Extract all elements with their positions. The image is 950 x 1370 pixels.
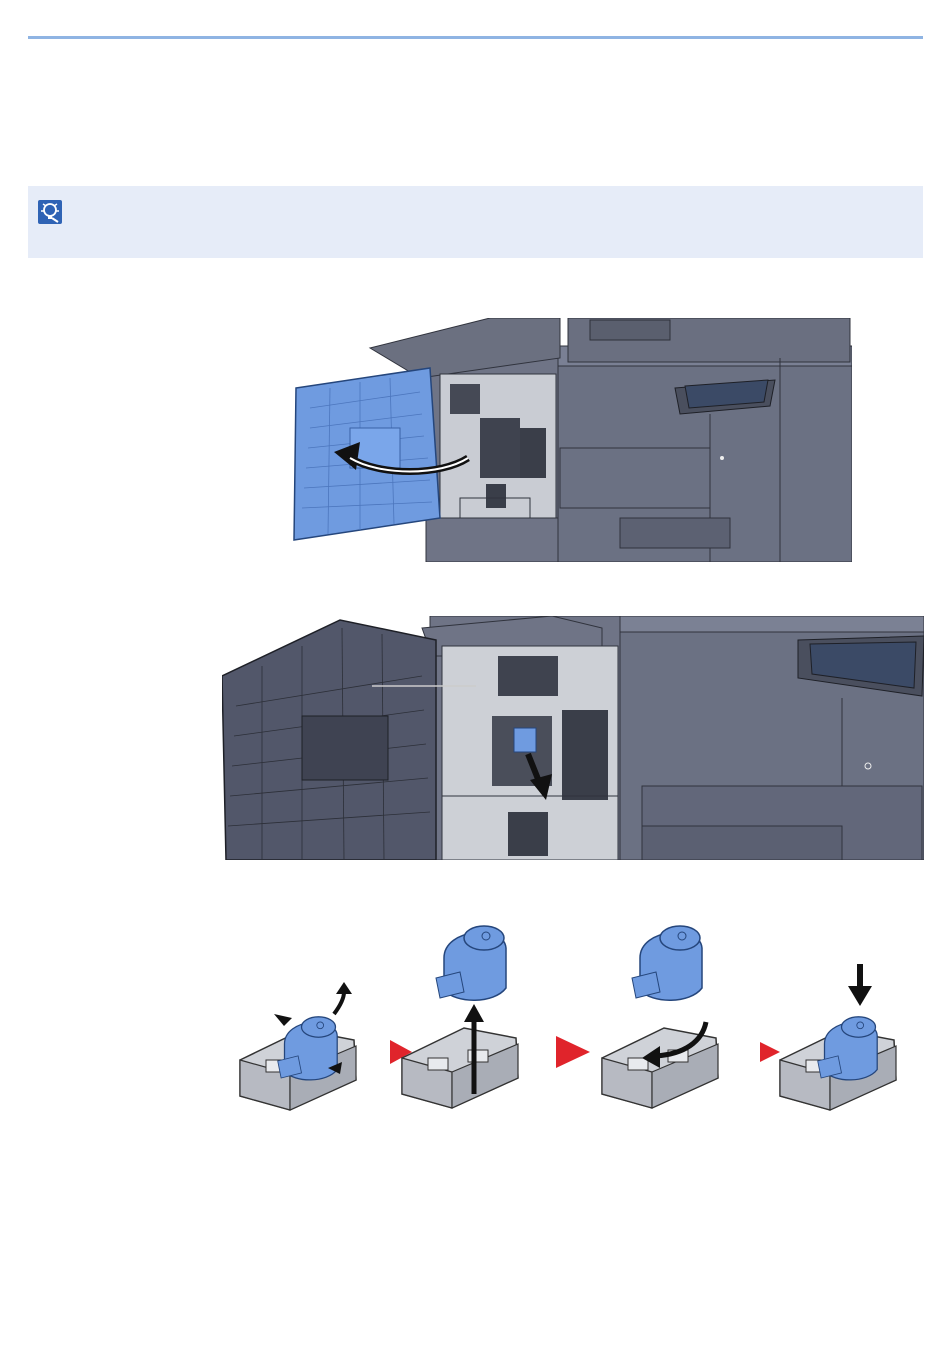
- figure-replace-staple-cartridge-steps: [236, 914, 912, 1124]
- step-4-attach-cartridge: [780, 964, 896, 1110]
- note-box: [28, 186, 923, 258]
- step-1-squeeze-and-lift: [240, 982, 356, 1110]
- note-icon: [38, 200, 62, 224]
- figure-remove-staple-cartridge-holder: [222, 616, 924, 860]
- step-arrow-icon: [760, 1042, 780, 1062]
- step-3-insert-new-cartridge: [602, 926, 718, 1108]
- step-2-remove-empty-cartridge: [402, 926, 518, 1108]
- top-rule: [28, 36, 923, 39]
- step-arrow-icon: [556, 1036, 590, 1068]
- figure-open-front-cover: [290, 318, 852, 562]
